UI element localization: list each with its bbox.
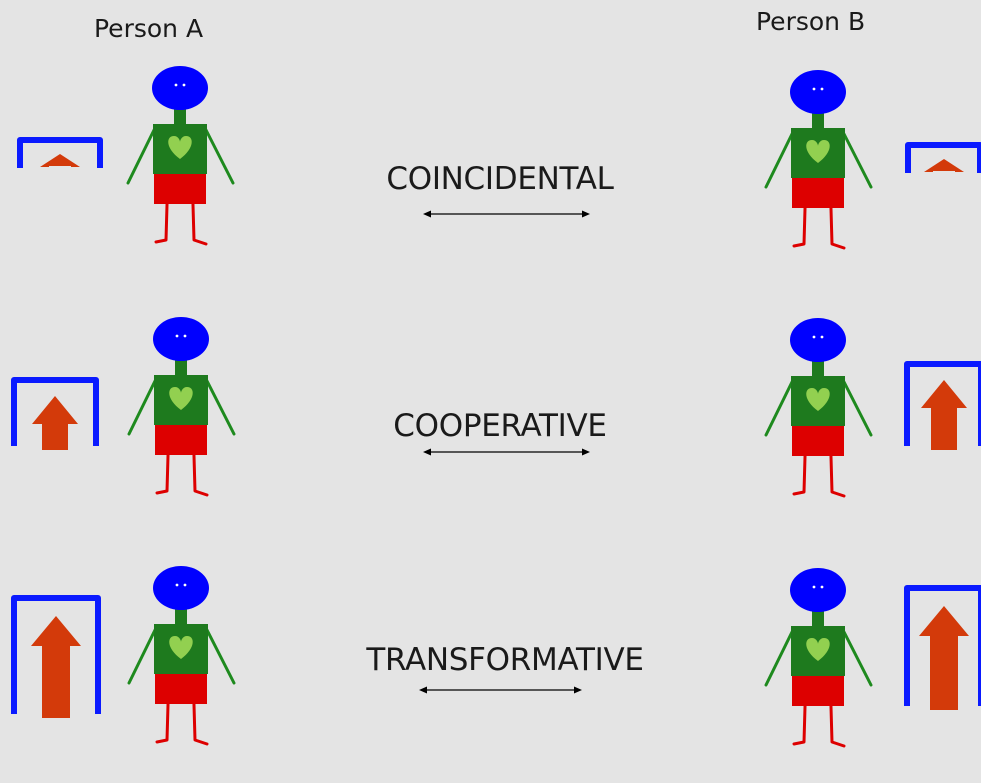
right-arm — [841, 378, 873, 437]
up-arrow-icon — [921, 380, 967, 450]
heart-icon — [168, 136, 192, 159]
row-label-cooperative: COOPERATIVE — [393, 408, 607, 444]
left-arm — [764, 130, 795, 189]
up-arrow-icon — [924, 159, 964, 172]
heart-icon — [806, 140, 830, 163]
bracket-icon — [11, 595, 101, 714]
neck — [175, 606, 187, 626]
left-arm — [127, 377, 158, 436]
shorts — [792, 674, 844, 706]
right-arm — [841, 130, 873, 189]
arrowhead-left-icon — [423, 210, 431, 218]
up-arrow-icon — [40, 154, 80, 167]
head — [153, 317, 209, 361]
arrowhead-right-icon — [574, 686, 582, 694]
right-eye — [183, 583, 187, 587]
head — [153, 566, 209, 610]
figure-b-cooperative — [764, 318, 873, 498]
right-arm — [841, 628, 873, 687]
right-arm — [204, 377, 236, 436]
figure-a-cooperative — [127, 317, 236, 497]
shorts — [155, 672, 207, 704]
shorts — [792, 176, 844, 208]
connector-coincidental — [423, 210, 590, 218]
right-eye — [820, 585, 824, 589]
neck — [812, 608, 824, 628]
bracket-icon — [904, 361, 981, 446]
bracket-icon — [17, 137, 103, 168]
left-arm — [127, 626, 158, 685]
neck — [812, 358, 824, 378]
row-label-transformative: TRANSFORMATIVE — [366, 642, 644, 678]
neck — [174, 106, 186, 126]
growth-arrow-b-cooperative — [904, 361, 981, 450]
bracket-icon — [905, 142, 981, 173]
right-arm — [204, 626, 236, 685]
head — [790, 568, 846, 612]
connector-transformative — [419, 686, 582, 694]
left-eye — [812, 335, 816, 339]
growth-arrow-a-cooperative — [11, 377, 99, 450]
up-arrow-icon — [32, 396, 78, 450]
left-eye — [174, 83, 178, 87]
left-eye — [175, 583, 179, 587]
arrowhead-right-icon — [582, 448, 590, 456]
neck — [175, 357, 187, 377]
left-eye — [175, 334, 179, 338]
growth-arrow-a-transformative — [11, 595, 101, 718]
right-eye — [820, 335, 824, 339]
heart-icon — [806, 638, 830, 661]
bracket-icon — [11, 377, 99, 446]
right-arm — [203, 126, 235, 185]
row-label-coincidental: COINCIDENTAL — [386, 161, 614, 197]
left-eye — [812, 87, 816, 91]
head — [790, 318, 846, 362]
left-arm — [764, 628, 795, 687]
figure-b-coincidental — [764, 70, 873, 250]
figure-a-coincidental — [126, 66, 235, 246]
heart-icon — [169, 636, 193, 659]
shorts — [155, 423, 207, 455]
arrowhead-left-icon — [419, 686, 427, 694]
growth-arrow-b-transformative — [904, 585, 981, 710]
left-arm — [764, 378, 795, 437]
shorts — [154, 172, 206, 204]
head — [790, 70, 846, 114]
right-eye — [182, 83, 186, 87]
person-a-label: Person A — [94, 14, 204, 43]
arrowhead-left-icon — [423, 448, 431, 456]
up-arrow-icon — [919, 606, 969, 710]
heart-icon — [806, 388, 830, 411]
left-arm — [126, 126, 157, 185]
heart-icon — [169, 387, 193, 410]
right-eye — [820, 87, 824, 91]
right-eye — [183, 334, 187, 338]
shorts — [792, 424, 844, 456]
growth-arrow-a-coincidental — [17, 137, 103, 168]
figure-b-transformative — [764, 568, 873, 748]
neck — [812, 110, 824, 130]
left-eye — [812, 585, 816, 589]
up-arrow-icon — [31, 616, 81, 718]
connector-cooperative — [423, 448, 590, 456]
arrowhead-right-icon — [582, 210, 590, 218]
bracket-icon — [904, 585, 981, 706]
growth-arrow-b-coincidental — [905, 142, 981, 173]
head — [152, 66, 208, 110]
figure-a-transformative — [127, 566, 236, 746]
person-b-label: Person B — [756, 7, 866, 36]
